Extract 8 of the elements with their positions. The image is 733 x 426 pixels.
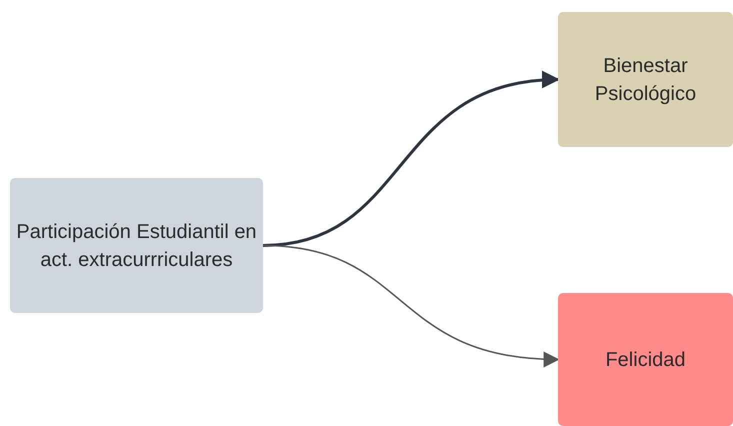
arrow — [262, 72, 560, 247]
node-label: Bienestar Psicológico — [594, 54, 698, 106]
node-label: Participación Estudiantil en act. extracurrriculares — [16, 220, 257, 272]
arrow — [262, 244, 560, 367]
node-label: Felicidad — [605, 348, 686, 372]
process-box — [558, 293, 733, 426]
process-box — [558, 12, 733, 147]
process-box — [10, 178, 263, 313]
